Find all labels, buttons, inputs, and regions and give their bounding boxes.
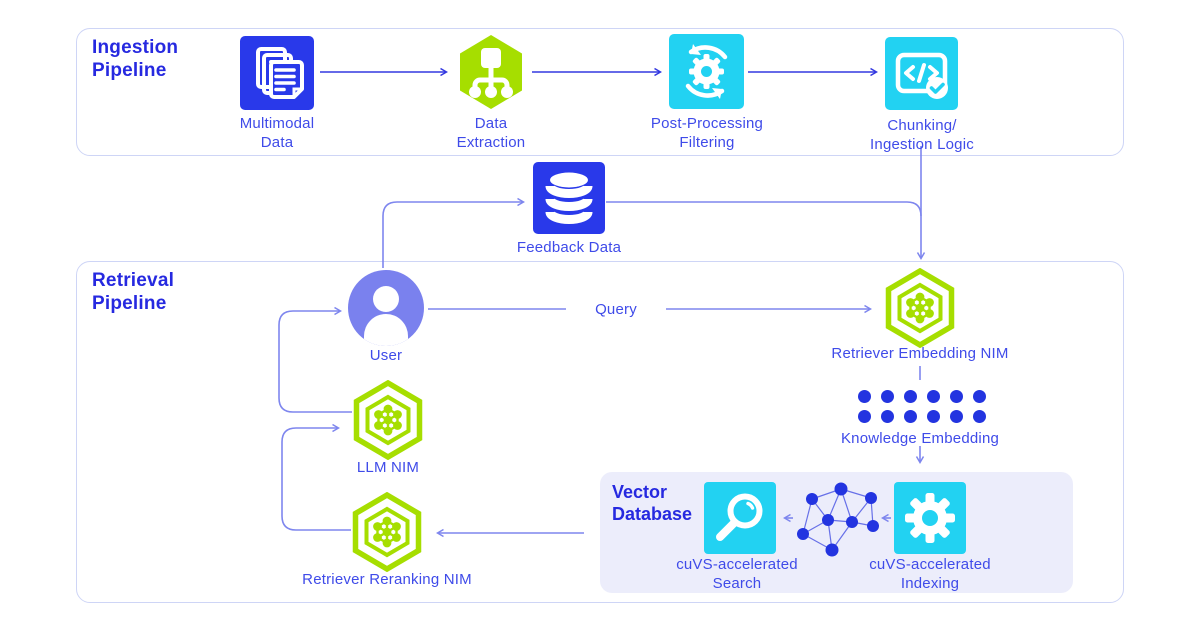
embedding-dot: [881, 390, 894, 403]
retriever-reranking-nim-label: Retriever Reranking NIM: [302, 571, 472, 588]
embedding-dot: [904, 390, 917, 403]
feedback-data-label: Feedback Data: [516, 239, 622, 256]
embedding-dot: [881, 410, 894, 423]
embedding-dot: [950, 390, 963, 403]
sitemap-hexagon-icon: [456, 33, 526, 111]
llm-nim-label: LLM NIM: [356, 459, 420, 476]
gear-cycle-icon: [669, 34, 744, 109]
embedding-dot: [950, 410, 963, 423]
knowledge-embedding-label: Knowledge Embedding: [840, 430, 1000, 447]
retriever-reranking-nim-icon: [352, 492, 422, 572]
user-label: User: [369, 347, 403, 364]
embedding-dot: [858, 410, 871, 423]
embedding-dot: [927, 410, 940, 423]
llm-nim-icon: [353, 380, 423, 460]
knowledge-embedding-dots: [858, 390, 986, 423]
search-icon: [704, 482, 776, 554]
embedding-dot: [904, 410, 917, 423]
retrieval-pipeline-title: Retrieval Pipeline: [92, 270, 175, 314]
user-icon: [348, 270, 424, 346]
retriever-embedding-nim-label: Retriever Embedding NIM: [831, 345, 1009, 362]
embedding-dot: [858, 390, 871, 403]
query-label: Query: [566, 300, 666, 319]
ingestion-pipeline-title: Ingestion Pipeline: [92, 37, 179, 81]
embedding-dot: [973, 390, 986, 403]
vector-graph-icon: [788, 478, 880, 562]
database-icon: [533, 162, 605, 234]
chunking-ingestion-logic-label: Chunking/Ingestion Logic: [870, 117, 974, 153]
indexing-gear-icon: [894, 482, 966, 554]
embedding-dot: [973, 410, 986, 423]
retriever-embedding-nim-icon: [885, 268, 955, 348]
code-check-icon: [885, 37, 958, 110]
embedding-dot: [927, 390, 940, 403]
vector-database-title: Vector Database: [612, 482, 693, 524]
documents-icon: [240, 36, 314, 110]
